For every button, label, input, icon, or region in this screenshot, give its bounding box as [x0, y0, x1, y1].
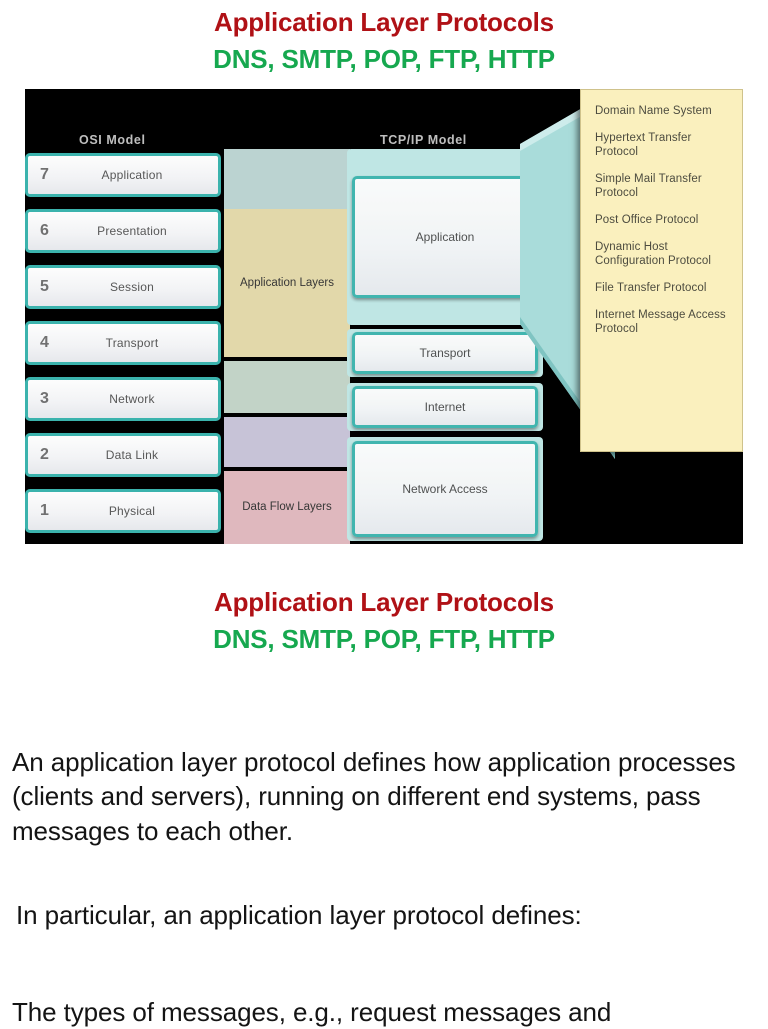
- diagram-header-row: OSI Model TCP/IP Model: [25, 89, 743, 149]
- protocol-item-dns: Domain Name System: [595, 105, 712, 117]
- tcpip-network-access-wrapper: Network Access: [347, 437, 543, 541]
- protocol-item-pop: Post Office Protocol: [595, 214, 699, 227]
- body-paragraph-2: In particular, an application layer prot…: [16, 900, 582, 930]
- osi-layer-3[interactable]: 3 Network: [25, 377, 221, 421]
- protocol-item-smtp: Simple Mail Transfer Protocol: [595, 173, 702, 200]
- tcpip-internet-wrapper: Internet: [347, 383, 543, 431]
- tcpip-layer-label: Network Access: [402, 481, 488, 496]
- protocol-item-http: Hypertext Transfer Protocol: [595, 132, 692, 159]
- middle-band-label: Application Layers: [240, 276, 334, 289]
- tcpip-layer-label: Internet: [424, 399, 466, 414]
- osi-layer-label: Network: [109, 392, 155, 406]
- page-title-top: Application Layer Protocols: [214, 7, 554, 37]
- body-paragraph-1: An application layer protocol defines ho…: [12, 747, 736, 846]
- osi-tcpip-diagram: OSI Model TCP/IP Model Application Layer…: [25, 89, 743, 544]
- tcpip-layer-label: Application: [415, 229, 475, 244]
- osi-layer-1[interactable]: 1 Physical: [25, 489, 221, 533]
- protocol-item-dhcp: Dynamic Host Configuration Protocol: [595, 241, 711, 268]
- tcpip-layer-label: Transport: [419, 345, 471, 360]
- osi-layer-label: Data Link: [105, 448, 159, 462]
- tcpip-layer-application[interactable]: Application: [352, 176, 538, 298]
- middle-band-transport: [224, 361, 350, 413]
- osi-layer-number: 6: [40, 222, 49, 239]
- page-title-bottom: Application Layer Protocols: [214, 587, 554, 617]
- osi-layer-6[interactable]: 6 Presentation: [25, 209, 221, 253]
- osi-layer-label: Session: [109, 280, 155, 294]
- osi-layer-label: Transport: [105, 336, 159, 350]
- osi-layer-label: Application: [101, 168, 163, 182]
- page-subtitle-bottom: DNS, SMTP, POP, FTP, HTTP: [213, 624, 555, 655]
- osi-layer-2[interactable]: 2 Data Link: [25, 433, 221, 477]
- middle-band-data-flow-layers: Data Flow Layers: [224, 471, 350, 544]
- bottom-heading-block: Application Layer Protocols DNS, SMTP, P…: [0, 580, 768, 654]
- middle-band-network: [224, 417, 350, 467]
- osi-layer-4[interactable]: 4 Transport: [25, 321, 221, 365]
- osi-layer-number: 1: [40, 502, 49, 519]
- tcpip-model-header: TCP/IP Model: [380, 133, 467, 147]
- top-heading-block: Application Layer Protocols DNS, SMTP, P…: [0, 0, 768, 74]
- tcpip-transport-wrapper: Transport: [347, 329, 543, 377]
- tcpip-layer-internet[interactable]: Internet: [352, 386, 538, 428]
- protocol-item-ftp: File Transfer Protocol: [595, 282, 707, 295]
- tcpip-layer-network-access[interactable]: Network Access: [352, 441, 538, 537]
- osi-layer-number: 4: [40, 334, 49, 351]
- protocol-item-imap: Internet Message Access Protocol: [595, 309, 726, 336]
- osi-layer-number: 3: [40, 390, 49, 407]
- osi-layer-number: 7: [40, 166, 49, 183]
- osi-layer-label: Presentation: [97, 224, 167, 238]
- osi-layer-label: Physical: [108, 504, 156, 518]
- osi-layer-7[interactable]: 7 Application: [25, 153, 221, 197]
- osi-layer-number: 2: [40, 446, 49, 463]
- osi-layer-5[interactable]: 5 Session: [25, 265, 221, 309]
- body-paragraph-3: The types of messages, e.g., request mes…: [12, 997, 612, 1027]
- middle-band-label: Data Flow Layers: [242, 501, 332, 514]
- page-subtitle-top: DNS, SMTP, POP, FTP, HTTP: [213, 44, 555, 75]
- middle-band-application-layers: Application Layers: [224, 209, 350, 357]
- tcpip-layer-transport[interactable]: Transport: [352, 332, 538, 374]
- osi-model-header: OSI Model: [79, 133, 146, 147]
- osi-layer-number: 5: [40, 278, 49, 295]
- tcpip-application-wrapper: Application: [347, 149, 543, 325]
- middle-band-top-spacer: [224, 149, 350, 209]
- protocol-list-panel: Domain Name System Hypertext Transfer Pr…: [580, 89, 743, 452]
